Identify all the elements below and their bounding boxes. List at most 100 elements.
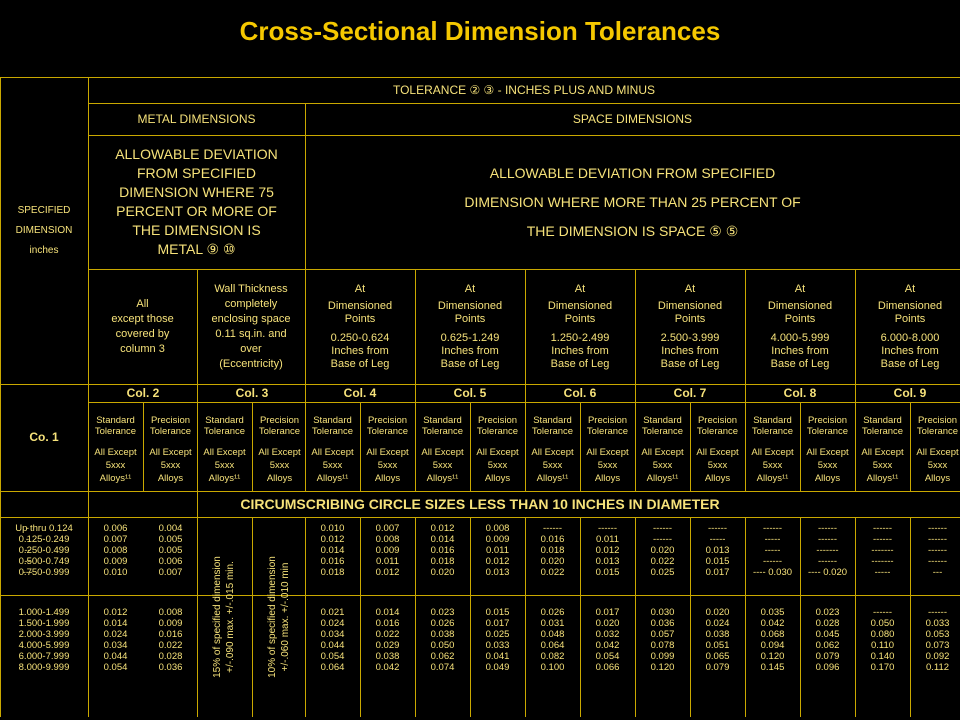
rows-a-value-column: 0.007 0.008 0.009 0.011 0.012 [375,523,400,578]
grid-line-h [88,269,960,270]
inches-range-line: Base of Leg [440,357,500,370]
precision-alloys-line: Alloys [924,472,951,484]
grid-line-v [252,517,253,717]
precision-alloys-line: 5xxx [487,459,508,471]
inches-range-line: Inches from [441,344,499,357]
precision-tolerance-line: Tolerance [366,426,409,437]
standard-alloys-line: All Except [421,446,464,458]
grid-line-h [88,135,960,136]
col4-rotated-note: 10% of specified dimension +/-.060 max. … [252,517,307,717]
col2-description-line: All [136,297,149,310]
precision-tolerance-line: Tolerance [476,426,519,437]
standard-tolerance-line: Tolerance [203,426,246,437]
rows-a-value-column: ------ ------ ------ ------ --- [928,523,947,578]
dimensioned-points-line: Points [454,312,486,325]
grid-line-v [197,517,198,717]
page-title: Cross-Sectional Dimension Tolerances [239,16,721,46]
col1-label: Co. 1 [29,430,59,444]
specified-dimension-line: DIMENSION [15,224,73,236]
rows-b-value-column: 0.008 0.009 0.016 0.022 0.028 0.036 [158,607,183,673]
standard-tolerance-line: Tolerance [531,426,574,437]
specified-dimension-line: inches [29,244,59,256]
grid-line-v [910,402,911,491]
standard-alloys-line: Alloys¹¹ [99,472,132,484]
standard-alloys-line: All Except [311,446,354,458]
precision-tolerance-line: Tolerance [258,426,301,437]
standard-tolerance-line: Tolerance [311,426,354,437]
rows-a-value-column: ------ ------ ------- ------- ----- [871,523,894,578]
rows-b-value-column: 0.021 0.024 0.034 0.044 0.054 0.064 [320,607,345,673]
grid-line-h [88,103,960,104]
precision-alloys-line: Alloys [157,472,184,484]
inches-range-line: Base of Leg [330,357,390,370]
metal-deviation-line: ALLOWABLE DEVIATION [115,146,278,162]
metal-deviation-line: METAL ⑨ ⑩ [157,241,236,257]
rows-b-value-column: 0.017 0.020 0.032 0.042 0.054 0.066 [595,607,620,673]
precision-tolerance-line: Precision [477,415,518,426]
metal-deviation-line: DIMENSION WHERE 75 [119,184,274,200]
at-label: At [904,282,916,295]
inches-range-line: Base of Leg [880,357,940,370]
space-dimensions-header: SPACE DIMENSIONS [572,111,693,126]
dimensioned-points-line: Points [674,312,706,325]
inches-range-line: 0.625-1.249 [440,331,500,344]
precision-tolerance-line: Precision [259,415,300,426]
precision-alloys-line: All Except [806,446,849,458]
rows-a-value-column: ------ ----- ----- ------ ---- 0.030 [752,523,793,578]
grid-line-v [415,517,416,717]
standard-alloys-line: All Except [203,446,246,458]
grid-line-v [252,402,253,491]
grid-line-v [470,402,471,491]
rows-b-value-column: 0.030 0.036 0.057 0.078 0.099 0.120 [650,607,675,673]
rows-a-value-column: 0.012 0.014 0.016 0.018 0.020 [430,523,455,578]
precision-alloys-line: 5xxx [817,459,838,471]
specified-dimension-line: SPECIFIED [17,204,71,216]
precision-alloys-line: 5xxx [269,459,290,471]
standard-alloys-line: All Except [641,446,684,458]
rows-b-dimensions: 1.000-1.499 1.500-1.999 2.000-3.999 4.00… [18,607,70,673]
grid-line-v [0,77,1,717]
dimensioned-points-line: Dimensioned [437,299,503,312]
standard-tolerance-line: Standard [643,415,682,426]
grid-line-h [0,517,960,518]
column-label: Col. 8 [783,385,817,400]
rows-b-value-column: 0.026 0.031 0.048 0.064 0.082 0.100 [540,607,565,673]
grid-line-v [525,517,526,717]
col3-description-line: (Eccentricity) [219,357,283,370]
metal-deviation-line: PERCENT OR MORE OF [116,203,277,219]
standard-alloys-line: 5xxx [432,459,453,471]
grid-line-v [855,269,856,491]
standard-tolerance-line: Tolerance [861,426,904,437]
metal-dimensions-header: METAL DIMENSIONS [137,111,256,126]
column-label: Col. 2 [126,385,160,400]
column-label: Col. 9 [893,385,927,400]
grid-line-v [690,517,691,717]
dimensioned-points-line: Points [894,312,926,325]
precision-tolerance-line: Tolerance [916,426,959,437]
standard-alloys-line: All Except [94,446,137,458]
col3-description-line: over [240,342,262,355]
precision-alloys-line: Alloys [594,472,621,484]
rows-b-value-column: 0.020 0.024 0.038 0.051 0.065 0.079 [705,607,730,673]
dimensioned-points-line: Dimensioned [327,299,393,312]
dimensioned-points-line: Dimensioned [547,299,613,312]
standard-alloys-line: Alloys¹¹ [756,472,789,484]
inches-range-line: 0.250-0.624 [330,331,390,344]
standard-alloys-line: All Except [751,446,794,458]
precision-alloys-line: All Except [366,446,409,458]
col3-rotated-note: 15% of specified dimension +/-.090 max. … [197,517,252,717]
precision-alloys-line: Alloys [814,472,841,484]
